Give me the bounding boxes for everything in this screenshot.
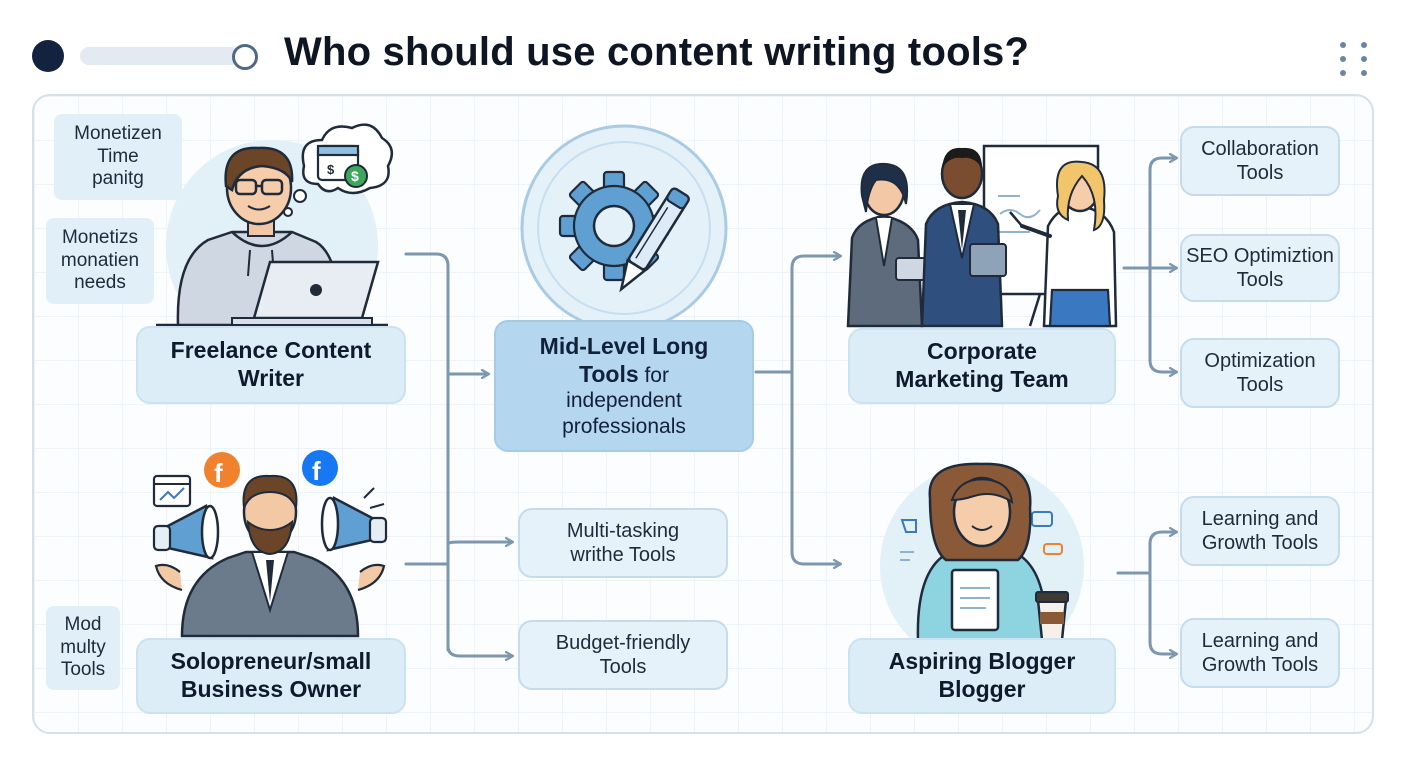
note-line: Mod (64, 614, 102, 636)
tool-label: Collaboration (1201, 138, 1319, 160)
center-subtitle: independent (566, 389, 682, 413)
slider-handle[interactable] (232, 44, 258, 70)
connector-to-blogger (790, 370, 840, 564)
blogger-illustration (880, 462, 1084, 668)
persona-label: Solopreneur/small (170, 648, 372, 675)
connector-lines (404, 158, 1176, 656)
tool-optimization[interactable]: Optimization Tools (1180, 338, 1340, 408)
tool-label: Growth Tools (1201, 654, 1319, 676)
svg-text:f: f (312, 456, 321, 486)
persona-aspiring-blogger[interactable]: Aspiring Blogger Blogger (848, 638, 1116, 714)
solopreneur-illustration: f f (152, 450, 388, 638)
connector-to-multitasking (446, 542, 512, 544)
connector-trunk-left (404, 252, 450, 652)
tool-budget-friendly[interactable]: Budget-friendly Tools (518, 620, 728, 690)
center-subtitle: professionals (562, 414, 686, 438)
tool-learning-growth-2[interactable]: Learning and Growth Tools (1180, 618, 1340, 688)
persona-label: Freelance Content (170, 337, 372, 364)
progress-track (80, 47, 240, 65)
persona-freelance-writer[interactable]: Freelance Content Writer (136, 326, 406, 404)
note-line: Monetizen (74, 123, 162, 145)
tool-collaboration[interactable]: Collaboration Tools (1180, 126, 1340, 196)
note-line: multy (60, 636, 106, 658)
tool-label: SEO Optimiztion (1186, 245, 1334, 267)
center-title-bold: Tools (579, 360, 639, 387)
tool-label: Budget-friendly (555, 632, 691, 654)
tool-label: writhe Tools (570, 544, 676, 566)
center-mid-level-tools[interactable]: Mid-Level Long Tools for independent pro… (494, 320, 754, 452)
more-options-icon[interactable] (1340, 42, 1376, 76)
svg-text:f: f (214, 458, 223, 488)
tool-multitasking[interactable]: Multi-tasking writhe Tools (518, 508, 728, 578)
connector-to-collab (1148, 158, 1176, 270)
tool-learning-growth[interactable]: Learning and Growth Tools (1180, 496, 1340, 566)
note-monetizen-time: Monetizen Time panitg (54, 114, 182, 200)
persona-label: Marketing Team (895, 366, 1069, 392)
note-line: Tools (60, 659, 106, 681)
tool-label: Optimization (1204, 350, 1316, 372)
megaphone-icon (320, 487, 388, 552)
note-line: needs (74, 272, 126, 294)
corporate-team-illustration (846, 144, 1118, 328)
persona-label: Aspiring Blogger (888, 648, 1076, 675)
persona-label: Business Owner (180, 676, 362, 702)
persona-corporate-team[interactable]: Corporate Marketing Team (848, 328, 1116, 404)
center-title: Mid-Level Long (539, 333, 709, 360)
persona-solopreneur[interactable]: Solopreneur/small Business Owner (136, 638, 406, 714)
note-line: panitg (92, 168, 144, 190)
connector-to-optimization (1148, 266, 1176, 372)
window-dot[interactable] (32, 40, 64, 72)
svg-text:$: $ (351, 168, 359, 184)
tool-label: Tools (599, 656, 647, 678)
freelance-writer-illustration: $ $ (156, 123, 394, 352)
note-monetizs-needs: Monetizs monatien needs (46, 218, 154, 304)
tool-label: Learning and (1201, 508, 1319, 530)
note-line: monatien (60, 249, 140, 271)
facebook-icon: f (204, 452, 240, 488)
tool-label: Learning and (1201, 630, 1319, 652)
connector-to-learning-2 (1148, 571, 1176, 654)
persona-label: Corporate (927, 338, 1037, 365)
facebook-icon: f (302, 450, 338, 486)
tool-label: Tools (1236, 269, 1284, 291)
tool-label: Multi-tasking (566, 520, 680, 542)
tool-label: Tools (1236, 162, 1284, 184)
gear-pen-icon (520, 124, 728, 332)
connector-to-corporate (790, 256, 840, 374)
header-bar: Who should use content writing tools? (0, 0, 1408, 96)
tool-seo-optimization[interactable]: SEO Optimiztion Tools (1180, 234, 1340, 302)
center-title-rest: for (638, 363, 669, 387)
page-title: Who should use content writing tools? (284, 30, 1030, 74)
coffee-cup-icon (1035, 591, 1069, 642)
tool-label: Tools (1236, 374, 1284, 396)
tool-label: Growth Tools (1201, 532, 1319, 554)
connector-to-learning-1 (1148, 532, 1176, 575)
note-line: Time (97, 145, 139, 167)
calendar-dollar-icon: $ $ (316, 144, 368, 188)
note-line: Monetizs (61, 227, 138, 249)
persona-label: Writer (237, 365, 305, 391)
persona-label: Blogger (938, 676, 1026, 702)
megaphone-icon (152, 504, 220, 560)
connector-to-budget (446, 644, 512, 656)
note-mod-multy-tools: Mod multy Tools (46, 606, 120, 690)
svg-text:$: $ (327, 162, 335, 177)
